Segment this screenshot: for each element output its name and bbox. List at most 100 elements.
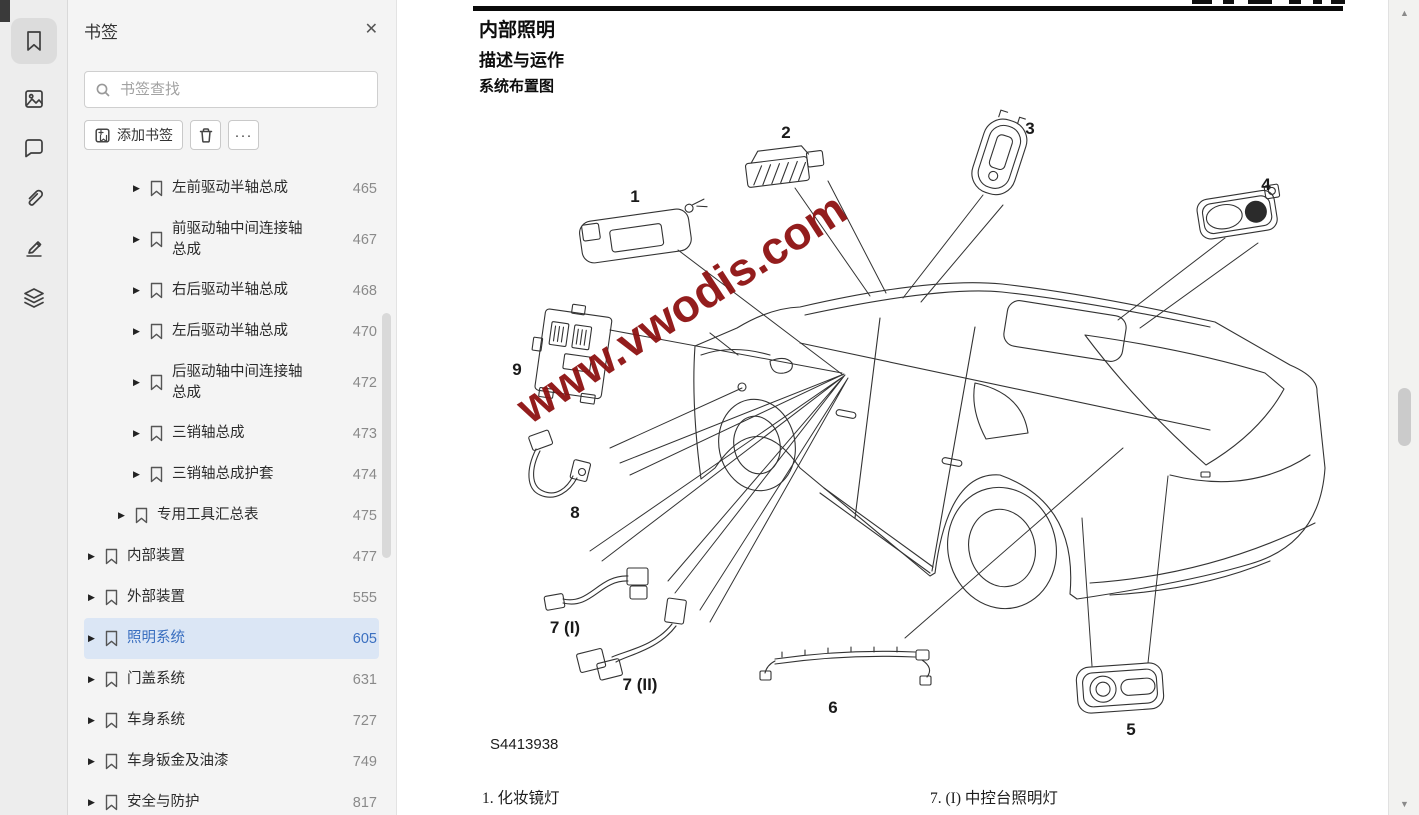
label-5: 5: [1126, 720, 1135, 739]
bookmark-item-selected[interactable]: ▶ 照明系统 605: [84, 618, 379, 659]
bookmark-item[interactable]: ▶ 专用工具汇总表 475: [118, 507, 377, 524]
cut-text-fragment: [1289, 0, 1301, 4]
component-console-harness-2: [576, 597, 687, 681]
bookmark-item[interactable]: ▶ 安全与防护 817: [88, 794, 377, 811]
component-harness-strip: [759, 646, 932, 686]
label-6: 6: [828, 698, 837, 717]
bookmarks-sidebar: 书签 ✕ 添加书签 ·: [68, 0, 397, 815]
bookmark-item[interactable]: ▶ 外部装置 555: [88, 589, 377, 606]
left-tool-strip: [0, 0, 68, 815]
page-top-rule: [473, 6, 1343, 11]
window-corner-artifact: [0, 0, 10, 22]
search-icon: [96, 83, 110, 97]
bookmark-search-input[interactable]: [120, 81, 367, 98]
cut-text-fragment: [1313, 0, 1322, 4]
expand-caret-icon[interactable]: ▶: [88, 715, 95, 725]
expand-caret-icon[interactable]: ▶: [133, 183, 140, 193]
comments-panel-button[interactable]: [11, 125, 57, 171]
bookmark-item[interactable]: ▶ 左后驱动半轴总成 470: [133, 323, 377, 340]
expand-caret-icon[interactable]: ▶: [88, 674, 95, 684]
bookmark-icon: [27, 31, 41, 51]
expand-caret-icon[interactable]: ▶: [88, 633, 95, 643]
component-reading-lamp: [971, 109, 1028, 196]
add-bookmark-button[interactable]: 添加书签: [84, 120, 183, 150]
car-outline: [693, 282, 1326, 610]
watermark-text: www.vwodis.com: [506, 182, 855, 434]
bookmarks-title: 书签: [84, 22, 118, 42]
expand-caret-icon[interactable]: ▶: [88, 756, 95, 766]
bookmark-item[interactable]: ▶ 三销轴总成护套 474: [133, 466, 377, 483]
paperclip-icon: [28, 189, 43, 206]
component-dome-lamp: [744, 145, 825, 188]
comment-icon: [25, 139, 43, 158]
bookmark-actions: 添加书签 ···: [84, 120, 259, 150]
delete-bookmark-button[interactable]: [190, 120, 221, 150]
document-scrollbar[interactable]: ▲ ▼: [1388, 0, 1419, 815]
component-sun-visor: [579, 198, 708, 264]
add-bookmark-label: 添加书签: [117, 127, 173, 143]
bookmark-item[interactable]: ▶ 右后驱动半轴总成 468: [133, 282, 377, 299]
document-page: 内部照明 描述与运作 系统布置图: [397, 0, 1388, 815]
bookmarks-panel-button[interactable]: [11, 18, 57, 64]
more-options-button[interactable]: ···: [228, 120, 259, 150]
component-cargo-lamp: [1196, 183, 1281, 240]
label-4: 4: [1261, 175, 1271, 194]
label-7i: 7 (I): [550, 618, 580, 637]
cut-text-fragment: [1223, 0, 1234, 4]
scroll-down-icon[interactable]: ▼: [1400, 799, 1409, 809]
bookmark-item[interactable]: ▶ 内部装置 477: [88, 548, 377, 565]
figure-code: S4413938: [490, 736, 559, 753]
car-lighting-diagram: 1 2 3 4 5 6 7 (I) 7 (II) 8 9 www.vwodis.…: [506, 109, 1326, 739]
expand-caret-icon[interactable]: ▶: [133, 377, 140, 387]
bookmark-item[interactable]: ▶ 车身系统 727: [88, 712, 377, 729]
image-icon: [25, 90, 43, 108]
document-scrollbar-thumb[interactable]: [1398, 388, 1411, 446]
ellipsis-icon: ···: [234, 126, 253, 144]
component-door-harness: [528, 429, 592, 498]
component-luggage-lamp: [1075, 662, 1165, 714]
layers-icon: [24, 288, 44, 308]
close-icon[interactable]: ✕: [364, 21, 378, 38]
expand-caret-icon[interactable]: ▶: [118, 510, 125, 520]
label-2: 2: [781, 123, 790, 142]
expand-caret-icon[interactable]: ▶: [88, 551, 95, 561]
sidebar-scrollbar-thumb[interactable]: [382, 313, 391, 558]
leader-lines: [589, 180, 1259, 667]
bookmark-item[interactable]: ▶ 三销轴总成 473: [133, 425, 377, 442]
doc-section-title: 系统布置图: [479, 78, 555, 95]
bookmarks-header: 书签 ✕: [84, 18, 378, 42]
expand-caret-icon[interactable]: ▶: [133, 234, 140, 244]
cut-text-fragment: [1248, 0, 1272, 4]
cut-text-fragment: [1192, 0, 1212, 4]
bookmark-item[interactable]: ▶ 前驱动轴中间连接轴总成 467: [133, 221, 377, 258]
layers-panel-button[interactable]: [11, 275, 57, 321]
caption-item-1: 1. 化妆镜灯: [482, 790, 560, 807]
thumbnails-panel-button[interactable]: [11, 76, 57, 122]
label-3: 3: [1025, 119, 1034, 138]
bookmark-item[interactable]: ▶ 门盖系统 631: [88, 671, 377, 688]
expand-caret-icon[interactable]: ▶: [133, 428, 140, 438]
add-bookmark-icon: [95, 127, 110, 143]
label-7ii: 7 (II): [623, 675, 658, 694]
expand-caret-icon[interactable]: ▶: [88, 592, 95, 602]
scroll-up-icon[interactable]: ▲: [1400, 8, 1409, 18]
signature-panel-button[interactable]: [11, 225, 57, 271]
expand-caret-icon[interactable]: ▶: [133, 326, 140, 336]
expand-caret-icon[interactable]: ▶: [88, 797, 95, 807]
bookmark-list: ▶ 左前驱动半轴总成 465 ▶ 前驱动轴中间连接轴总成 467 ▶ 右后驱动半…: [84, 168, 379, 815]
signature-pen-icon: [26, 241, 42, 257]
bookmark-item[interactable]: ▶ 车身钣金及油漆 749: [88, 753, 377, 770]
attachments-panel-button[interactable]: [11, 175, 57, 221]
diagram-number-labels: 1 2 3 4 5 6 7 (I) 7 (II) 8 9: [512, 119, 1271, 739]
component-bcm-module: [531, 303, 613, 405]
bookmark-item[interactable]: ▶ 后驱动轴中间连接轴总成 472: [133, 364, 377, 401]
cut-text-fragment: [1331, 0, 1345, 4]
expand-caret-icon[interactable]: ▶: [133, 285, 140, 295]
expand-caret-icon[interactable]: ▶: [133, 469, 140, 479]
caption-item-7: 7. (I) 中控台照明灯: [930, 790, 1058, 807]
doc-title: 内部照明: [479, 20, 556, 41]
bookmark-item[interactable]: ▶ 左前驱动半轴总成 465: [133, 180, 377, 197]
doc-subtitle: 描述与运作: [479, 51, 564, 70]
bookmark-search-box: [84, 71, 378, 108]
